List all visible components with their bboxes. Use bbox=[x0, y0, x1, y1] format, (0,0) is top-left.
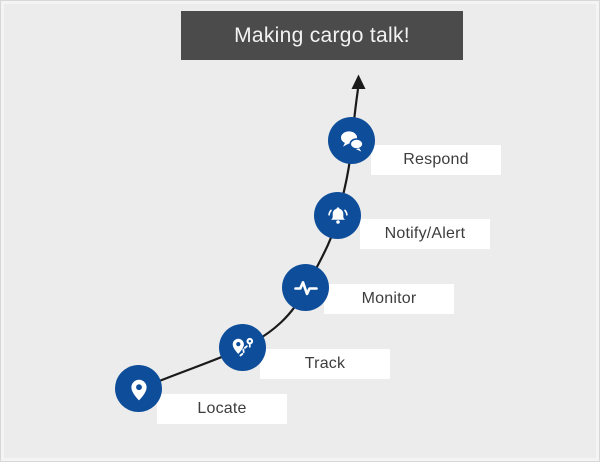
up-arrow-icon bbox=[351, 74, 366, 89]
bell-icon bbox=[327, 206, 348, 224]
step-node-locate bbox=[115, 365, 162, 412]
route-pins-icon bbox=[232, 337, 253, 356]
step-label-text: Track bbox=[304, 355, 346, 372]
step-label-monitor: Monitor bbox=[324, 284, 454, 314]
step-label-text: Locate bbox=[197, 400, 247, 417]
step-node-monitor bbox=[282, 264, 329, 311]
step-label-text: Monitor bbox=[361, 290, 417, 307]
step-node-respond bbox=[328, 117, 375, 164]
step-node-track bbox=[219, 324, 266, 371]
step-label-locate: Locate bbox=[157, 394, 287, 424]
title-banner: Making cargo talk! bbox=[181, 11, 463, 60]
pulse-icon bbox=[293, 280, 318, 295]
chat-bubbles-icon bbox=[340, 130, 364, 152]
map-pin-icon bbox=[130, 379, 147, 400]
step-label-track: Track bbox=[260, 349, 390, 379]
title-text: Making cargo talk! bbox=[234, 23, 410, 47]
step-label-respond: Respond bbox=[371, 145, 501, 175]
step-label-notify-alert: Notify/Alert bbox=[360, 219, 490, 249]
step-label-text: Respond bbox=[403, 151, 469, 168]
step-label-text: Notify/Alert bbox=[384, 225, 466, 242]
step-node-notify-alert bbox=[314, 192, 361, 239]
